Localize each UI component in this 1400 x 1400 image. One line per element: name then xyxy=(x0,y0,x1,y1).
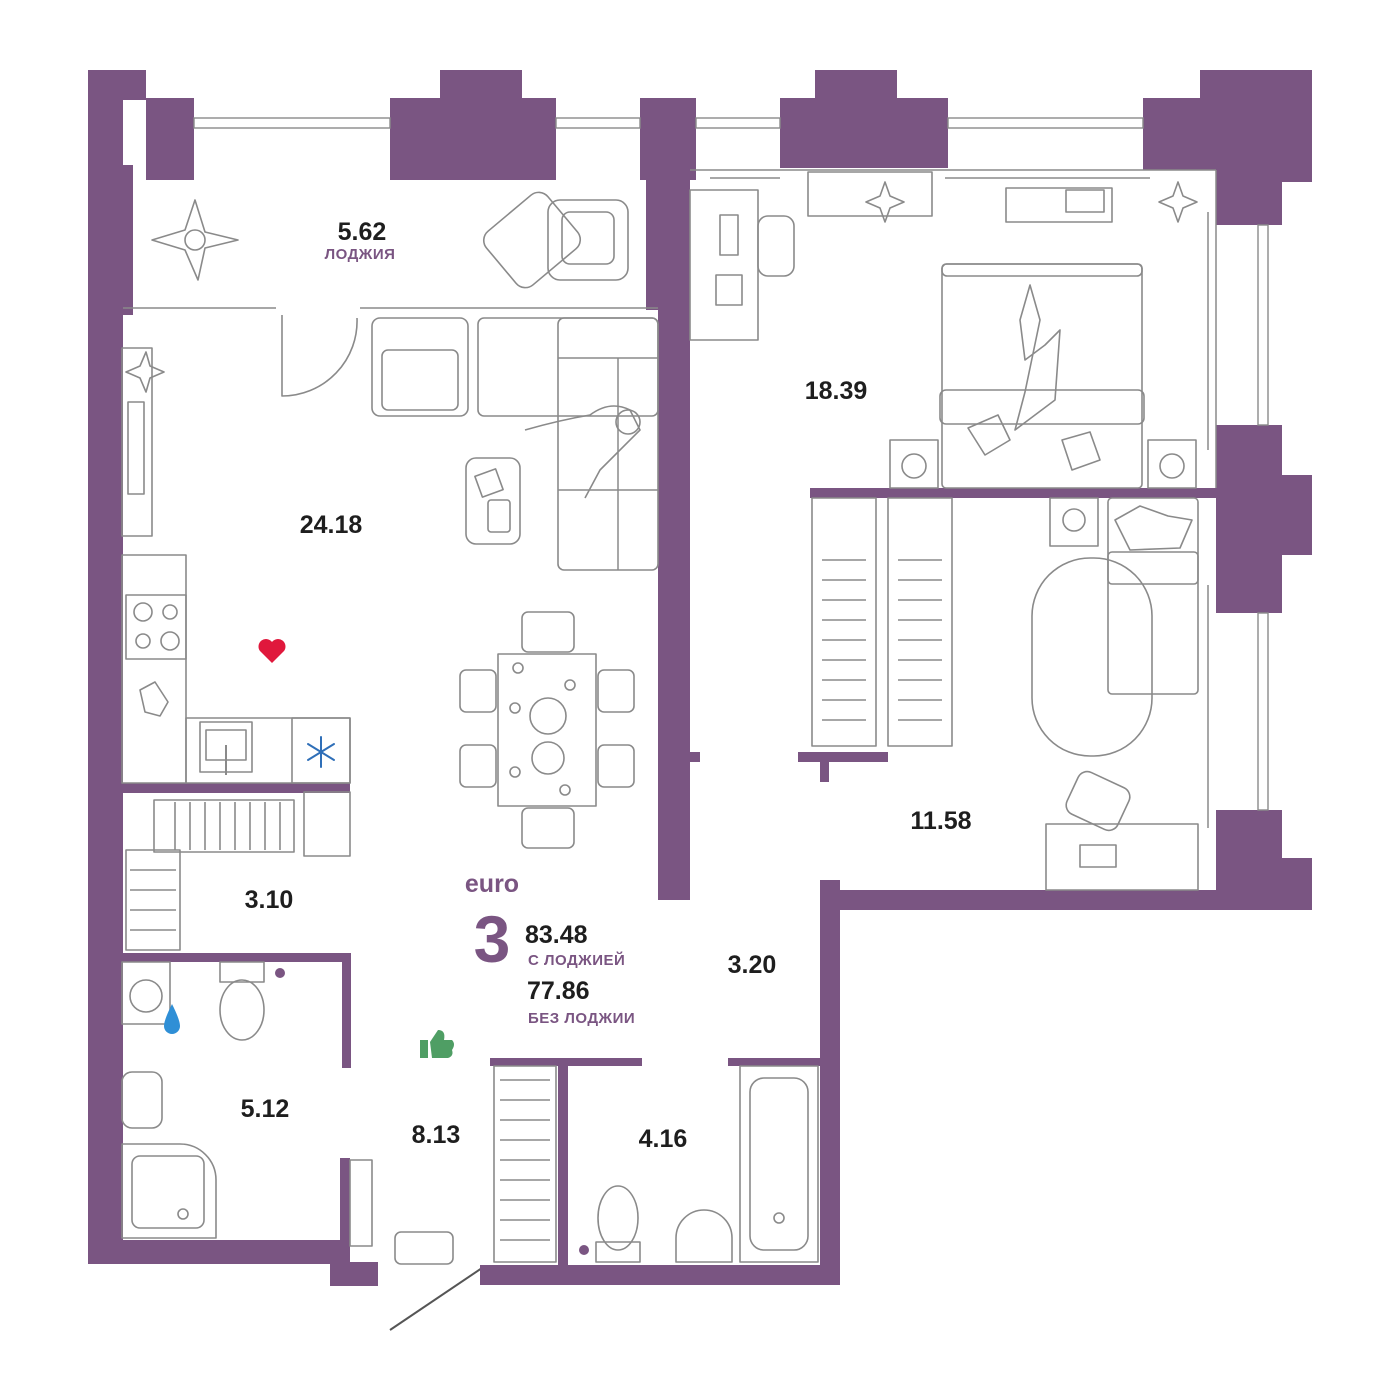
lounge-chair-icon xyxy=(482,191,629,289)
with-loggia-label: С ЛОДЖИЕЙ xyxy=(528,951,625,969)
living-kitchen-area: 24.18 xyxy=(300,511,363,539)
bathroom-second-area: 4.16 xyxy=(639,1125,688,1153)
thumbs-up-icon xyxy=(420,1030,454,1058)
master-bedroom xyxy=(689,169,1217,489)
without-loggia-label: БЕЗ ЛОДЖИИ xyxy=(528,1010,635,1027)
loggia-area: 5.62 xyxy=(338,218,387,246)
area-with-loggia: 83.48 xyxy=(525,921,588,949)
hallway-area: 3.20 xyxy=(728,951,777,979)
living-kitchen xyxy=(121,317,659,849)
second-bedroom-area: 11.58 xyxy=(910,807,971,835)
plant-icon xyxy=(865,181,905,223)
windows xyxy=(193,117,1269,811)
room-count: 3 xyxy=(474,902,511,976)
apartment-type: euro xyxy=(465,870,519,898)
bathroom-combined xyxy=(121,961,373,1247)
sink-icon xyxy=(199,721,253,775)
entrance-hall-area: 8.13 xyxy=(412,1121,461,1149)
bathroom-second xyxy=(493,1065,819,1263)
entrance-hall xyxy=(394,1030,454,1265)
storage-area: 3.10 xyxy=(245,886,294,914)
cooktop-icon xyxy=(125,594,187,660)
plant-icon xyxy=(151,199,239,281)
snowflake-icon xyxy=(291,717,351,784)
loggia-label: ЛОДЖИЯ xyxy=(325,246,396,263)
loggia xyxy=(123,191,658,397)
heart-icon xyxy=(258,639,286,663)
second-bedroom xyxy=(811,497,1209,891)
bathroom-combined-area: 5.12 xyxy=(241,1095,290,1123)
master-bedroom-area: 18.39 xyxy=(805,377,868,405)
apartment-summary: euro 3 83.48 С ЛОДЖИЕЙ 77.86 БЕЗ ЛОДЖИИ xyxy=(465,870,635,1027)
area-labels: 5.62 ЛОДЖИЯ 24.18 18.39 11.58 3.10 3.20 … xyxy=(241,218,972,1153)
water-drop-icon xyxy=(164,1004,180,1034)
storage xyxy=(125,791,351,951)
plant-icon xyxy=(1158,181,1198,223)
walls xyxy=(88,70,1312,1331)
area-without-loggia: 77.86 xyxy=(527,977,590,1005)
plant-icon xyxy=(125,351,165,393)
